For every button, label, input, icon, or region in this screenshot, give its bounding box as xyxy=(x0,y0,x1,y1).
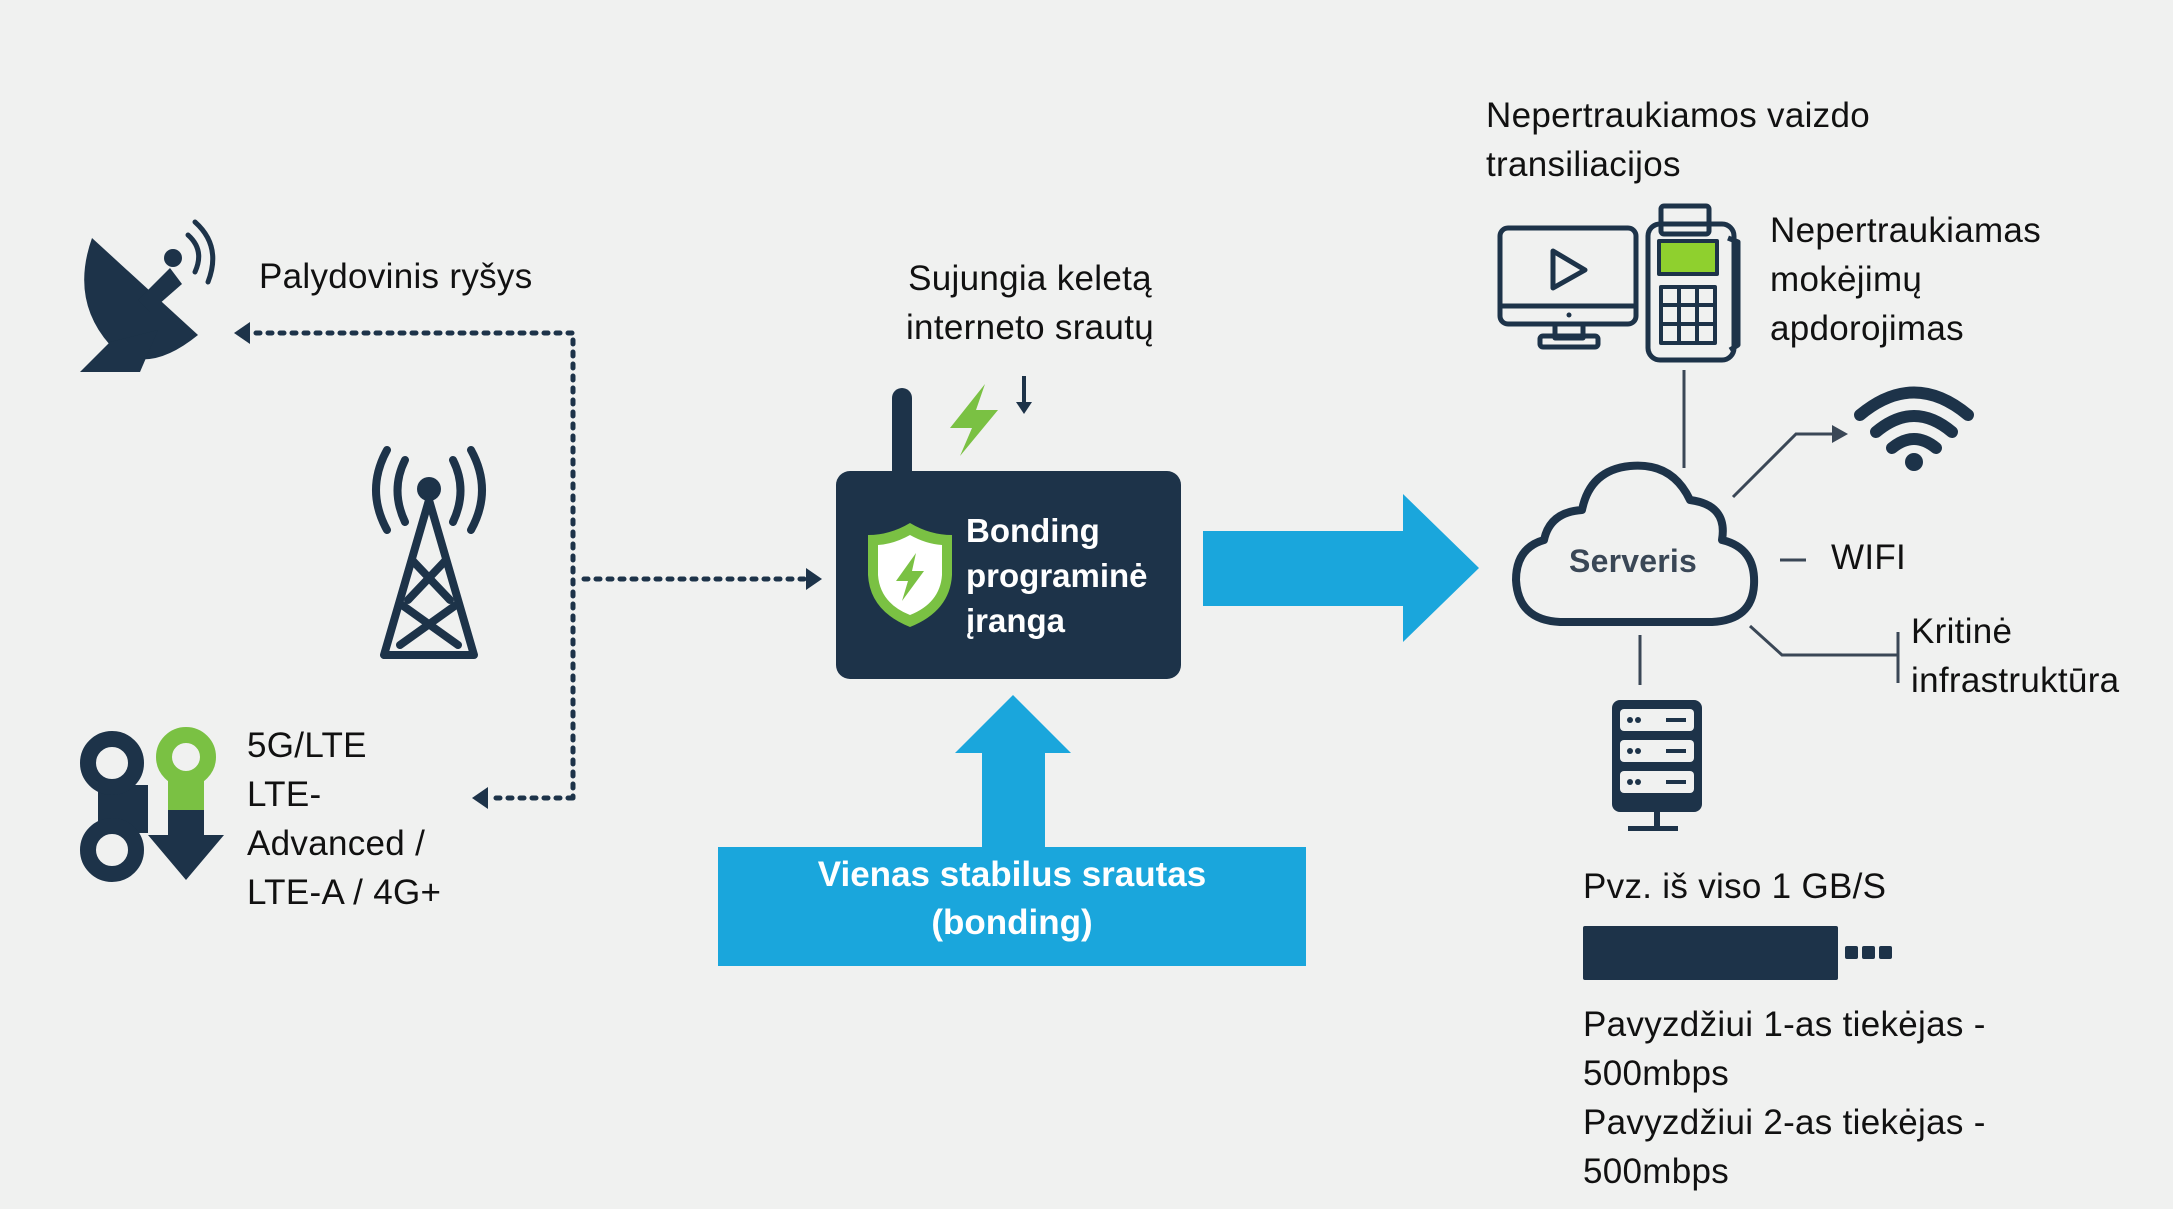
video-line: transiliacijos xyxy=(1486,145,1681,184)
mobile-line: LTE-A / 4G+ xyxy=(247,873,442,912)
arrowhead-mobile xyxy=(472,787,488,809)
mobile-line: 5G/LTE xyxy=(247,726,367,765)
down-arrow-icon xyxy=(1016,376,1032,414)
critical-line: infrastruktūra xyxy=(1911,661,2120,700)
router-caption-line: Sujungia keletą xyxy=(908,259,1152,298)
cell-tower-icon xyxy=(372,446,486,659)
arrowhead-router xyxy=(806,568,822,590)
bonded-stream-label: Vienas stabilus srautas (bonding) xyxy=(718,851,1306,947)
big-up-arrow xyxy=(955,695,1071,850)
cloud-connectors xyxy=(1638,370,1900,685)
critical-infrastructure-label: Kritinė infrastruktūra xyxy=(1911,607,2119,705)
monitor-play-icon xyxy=(1497,225,1639,350)
server-label: Serveris xyxy=(1569,543,1697,579)
throughput-bar xyxy=(1583,926,1838,980)
mobile-line: Advanced / xyxy=(247,824,426,863)
bar-dot xyxy=(1879,946,1892,959)
bonded-stream-line: Vienas stabilus srautas xyxy=(817,855,1207,894)
payments-line: Nepertraukiamas xyxy=(1770,211,2041,250)
satellite-label: Palydovinis ryšys xyxy=(259,257,533,296)
bonding-title-line: įranga xyxy=(966,602,1066,639)
pos-terminal-icon xyxy=(1645,203,1741,363)
provider-line: 500mbps xyxy=(1583,1054,1730,1093)
lightning-icon xyxy=(950,384,998,456)
mobile-line: LTE- xyxy=(247,775,322,814)
shield-lightning-icon xyxy=(868,523,952,627)
connector-to-critical xyxy=(1748,624,1898,657)
bonded-stream-box xyxy=(718,847,1306,966)
server-rack-icon xyxy=(1612,700,1702,831)
payments-label: Nepertraukiamas mokėjimų apdorojimas xyxy=(1770,206,2041,353)
bonding-title-line: Bonding xyxy=(966,512,1100,549)
router-caption-line: interneto srautų xyxy=(905,308,1154,347)
connector-to-wifi xyxy=(1731,432,1836,499)
bar-dot xyxy=(1862,946,1875,959)
provider-line: Pavyzdžiui 2-as tiekėjas - xyxy=(1583,1103,1986,1142)
wifi-icon xyxy=(1854,386,1974,471)
mobile-network-icon xyxy=(80,727,224,882)
payments-line: apdorojimas xyxy=(1770,309,1964,348)
bonding-title-line: programinė xyxy=(966,557,1148,594)
provider-line: Pavyzdžiui 1-as tiekėjas - xyxy=(1583,1005,1986,1044)
router-caption: Sujungia keletą interneto srautų xyxy=(830,254,1230,352)
big-right-arrow xyxy=(1203,494,1479,642)
wifi-label: WIFI xyxy=(1831,538,1907,577)
satellite-dish-icon xyxy=(80,219,216,372)
bar-dot xyxy=(1845,946,1858,959)
payments-line: mokėjimų xyxy=(1770,260,1923,299)
bonded-stream-line: (bonding) xyxy=(931,903,1093,942)
video-label: Nepertraukiamos vaizdo transiliacijos xyxy=(1486,91,1870,189)
provider-line: 500mbps xyxy=(1583,1152,1730,1191)
critical-line: Kritinė xyxy=(1911,612,2013,651)
dotted-connectors xyxy=(247,330,811,801)
video-line: Nepertraukiamos vaizdo xyxy=(1486,96,1870,135)
cloud-icon xyxy=(1512,461,1759,626)
providers-list: Pavyzdžiui 1-as tiekėjas - 500mbps Pavyz… xyxy=(1583,1000,1986,1196)
arrowhead-satellite xyxy=(234,322,250,344)
mobile-network-label: 5G/LTE LTE- Advanced / LTE-A / 4G+ xyxy=(247,721,441,917)
total-throughput-label: Pvz. iš viso 1 GB/S xyxy=(1583,867,1887,906)
arrowhead-wifi xyxy=(1832,425,1848,443)
bonding-title: Bonding programinė įranga xyxy=(966,508,1148,643)
